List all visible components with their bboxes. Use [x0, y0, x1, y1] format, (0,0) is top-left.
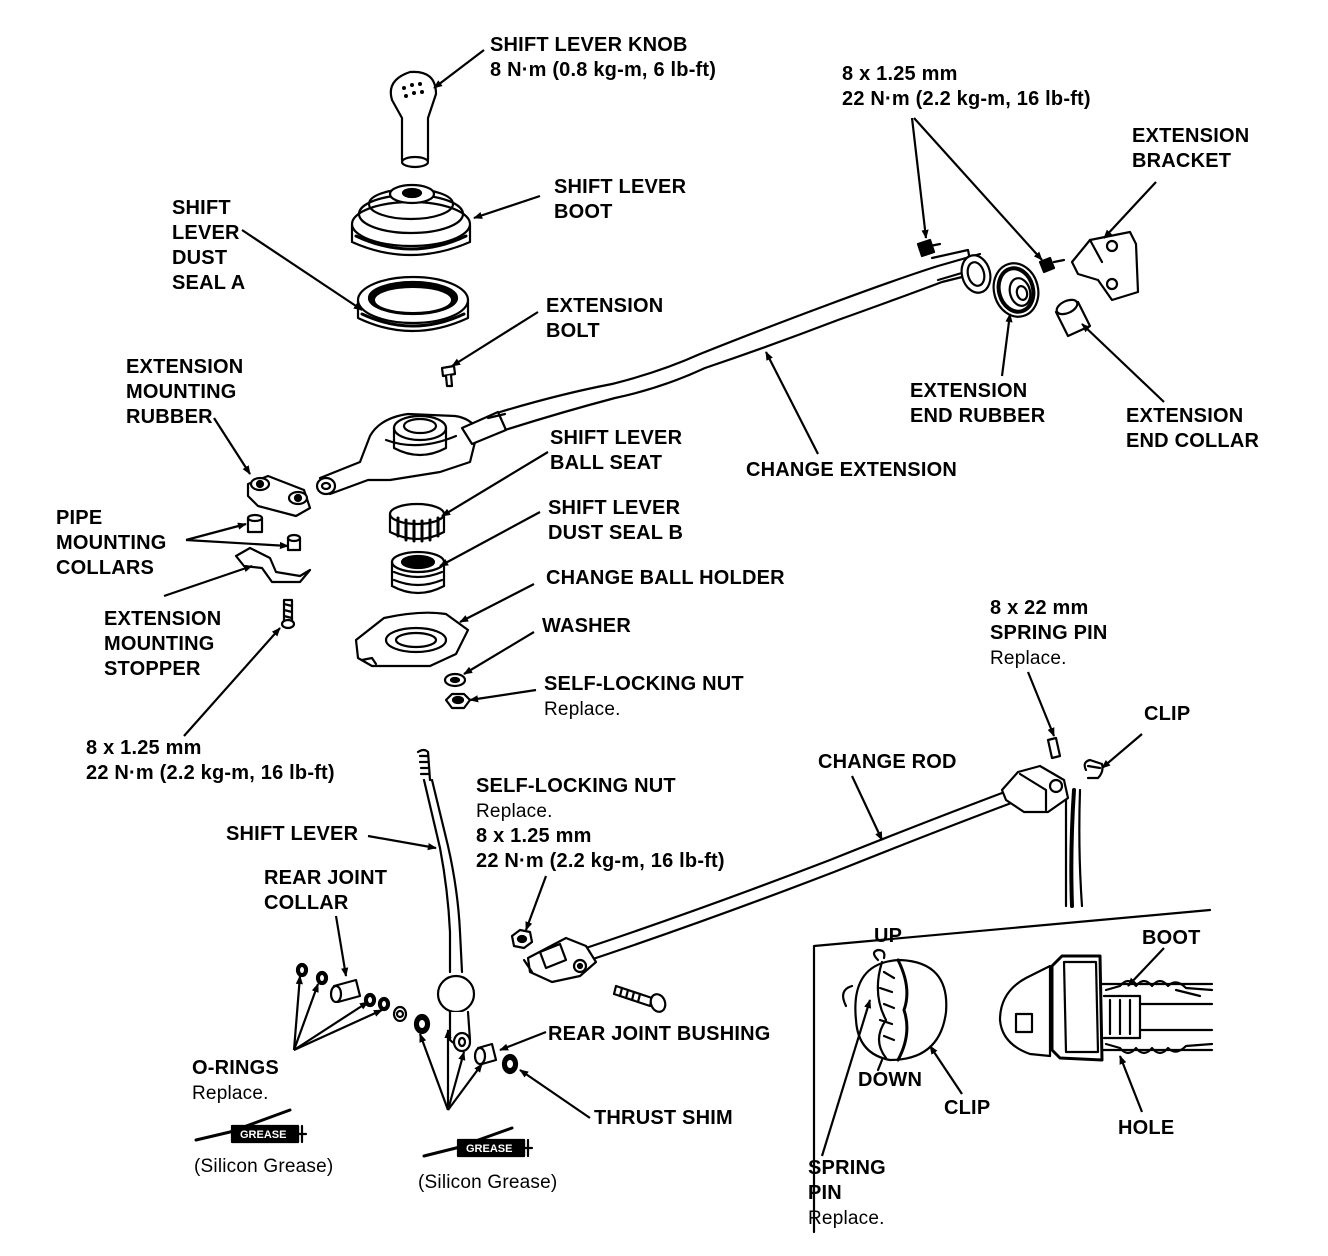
shift-lever-knob-part	[389, 70, 438, 169]
extension-bracket-label: EXTENSION BRACKET	[1132, 125, 1250, 172]
o-rings-label: O-RINGS Replace.	[192, 1057, 279, 1104]
change-rod-part	[522, 764, 1070, 984]
shift-lever-part	[416, 748, 476, 1053]
extension-mounting-stopper-label: EXTENSION MOUNTING STOPPER	[104, 608, 222, 680]
thrust-shim-label: THRUST SHIM	[594, 1107, 733, 1129]
rod-bolt-part	[612, 984, 667, 1013]
dust-seal-a-label: SHIFT LEVER DUST SEAL A	[172, 197, 246, 294]
inset-down-label: DOWN	[858, 1069, 923, 1091]
inset-boot-drawing	[998, 954, 1214, 1062]
extension-bolt-part	[440, 364, 457, 388]
dust-seal-b-part	[390, 550, 446, 595]
rear-joint-bushing-label: REAR JOINT BUSHING	[548, 1023, 771, 1045]
stopper-bolt-part	[280, 598, 296, 630]
inset-clip-label: CLIP	[944, 1097, 991, 1119]
clip-label: CLIP	[1144, 703, 1191, 725]
extension-end-collar-label: EXTENSION END COLLAR	[1126, 405, 1260, 452]
clip-part	[1083, 758, 1104, 780]
ball-seat-part	[388, 502, 446, 543]
inset-up-label: UP	[874, 925, 903, 947]
grease-tube-label: GREASE	[240, 1129, 286, 1141]
inset-spring-pin-label: SPRING PIN Replace.	[808, 1157, 886, 1229]
shift-lever-label: SHIFT LEVER	[226, 823, 359, 845]
extension-mounting-rubber-part	[246, 474, 312, 518]
grease-tube-label: GREASE	[466, 1143, 512, 1155]
stopper-bolt-torque-label: 8 x 1.25 mm 22 N·m (2.2 kg-m, 16 lb-ft)	[86, 737, 335, 784]
shift-lever-boot-label: SHIFT LEVER BOOT	[554, 176, 687, 223]
shift-lever-boot-part	[350, 183, 472, 257]
washer-label: WASHER	[542, 615, 631, 637]
dust-seal-b-label: SHIFT LEVER DUST SEAL B	[548, 497, 684, 544]
washer-part	[443, 672, 467, 688]
extension-mounting-rubber-label: EXTENSION MOUNTING RUBBER	[126, 356, 244, 428]
change-extension-part	[315, 248, 984, 496]
change-ball-holder-label: CHANGE BALL HOLDER	[546, 567, 785, 589]
rod-nut-label: SELF-LOCKING NUT Replace. 8 x 1.25 mm 22…	[476, 775, 725, 872]
self-locking-nut-part	[444, 692, 472, 710]
extension-bracket-part	[1070, 230, 1140, 302]
inset-boot-label: BOOT	[1142, 927, 1201, 949]
pipe-mounting-collars-label: PIPE MOUNTING COLLARS	[56, 507, 167, 579]
grease-tube-icon	[194, 1108, 308, 1144]
silicon-grease-label: (Silicon Grease)	[194, 1156, 334, 1177]
change-extension-label: CHANGE EXTENSION	[746, 459, 958, 481]
spring-pin-part	[1046, 736, 1062, 760]
leader-arrows	[163, 49, 1165, 1157]
extension-end-bolt-part	[916, 238, 1066, 274]
grease-tube-icon	[422, 1126, 534, 1158]
self-locking-nut-label: SELF-LOCKING NUT Replace.	[544, 673, 744, 720]
o-rings-part	[295, 962, 431, 1035]
extension-mounting-stopper-part	[234, 546, 312, 584]
silicon-grease-label: (Silicon Grease)	[418, 1172, 558, 1193]
dust-seal-a-part	[356, 275, 470, 332]
inset-clip-drawing	[841, 948, 948, 1072]
shift-lever-knob-label: SHIFT LEVER KNOB 8 N·m (0.8 kg-m, 6 lb-f…	[490, 34, 717, 81]
rear-joint-collar-label: REAR JOINT COLLAR	[264, 867, 388, 914]
change-ball-holder-part	[354, 611, 470, 668]
rear-joint-bushing-part	[473, 1042, 519, 1075]
extension-bolt-torque-label: 8 x 1.25 mm 22 N·m (2.2 kg-m, 16 lb-ft)	[842, 63, 1091, 110]
ball-seat-label: SHIFT LEVER BALL SEAT	[550, 427, 683, 474]
extension-end-rubber-part	[960, 254, 1040, 318]
change-rod-label: CHANGE ROD	[818, 751, 957, 773]
inset-hole-label: HOLE	[1118, 1117, 1175, 1139]
spring-pin-label: 8 x 22 mm SPRING PIN Replace.	[990, 597, 1108, 669]
extension-bolt-label: EXTENSION BOLT	[546, 295, 664, 342]
extension-end-collar-part	[1054, 298, 1092, 338]
inset-frame	[812, 908, 1212, 1234]
rod-nut-part	[510, 928, 534, 950]
extension-end-rubber-label: EXTENSION END RUBBER	[910, 380, 1046, 427]
